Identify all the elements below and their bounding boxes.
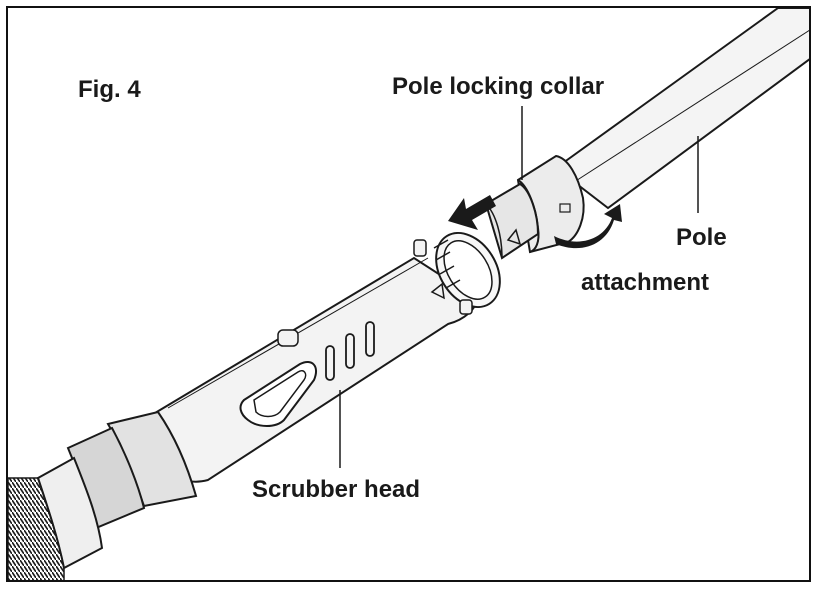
leader-lines	[339, 106, 699, 468]
lock-icon	[559, 203, 571, 213]
label-pole-locking-collar: Pole locking collar	[392, 73, 605, 100]
assembly-illustration	[8, 8, 809, 580]
figure-frame: Fig. 4 Pole locking collar Pole attachme…	[6, 6, 811, 582]
alignment-arrow-icon	[430, 282, 445, 300]
insert-direction-arrow-icon	[448, 195, 496, 230]
pole	[554, 8, 809, 210]
label-pole-attachment-line2: attachment	[581, 269, 710, 296]
scrubber-head	[36, 231, 501, 570]
label-pole-attachment-line1: Pole	[676, 224, 727, 251]
figure-title: Fig. 4	[78, 76, 141, 103]
release-button	[277, 329, 299, 347]
rotate-arrow-icon	[554, 204, 622, 249]
label-scrubber-head: Scrubber head	[252, 476, 421, 503]
pole-locking-collar	[484, 154, 622, 260]
brush-bristles	[8, 477, 65, 580]
alignment-arrow-icon	[506, 228, 522, 246]
